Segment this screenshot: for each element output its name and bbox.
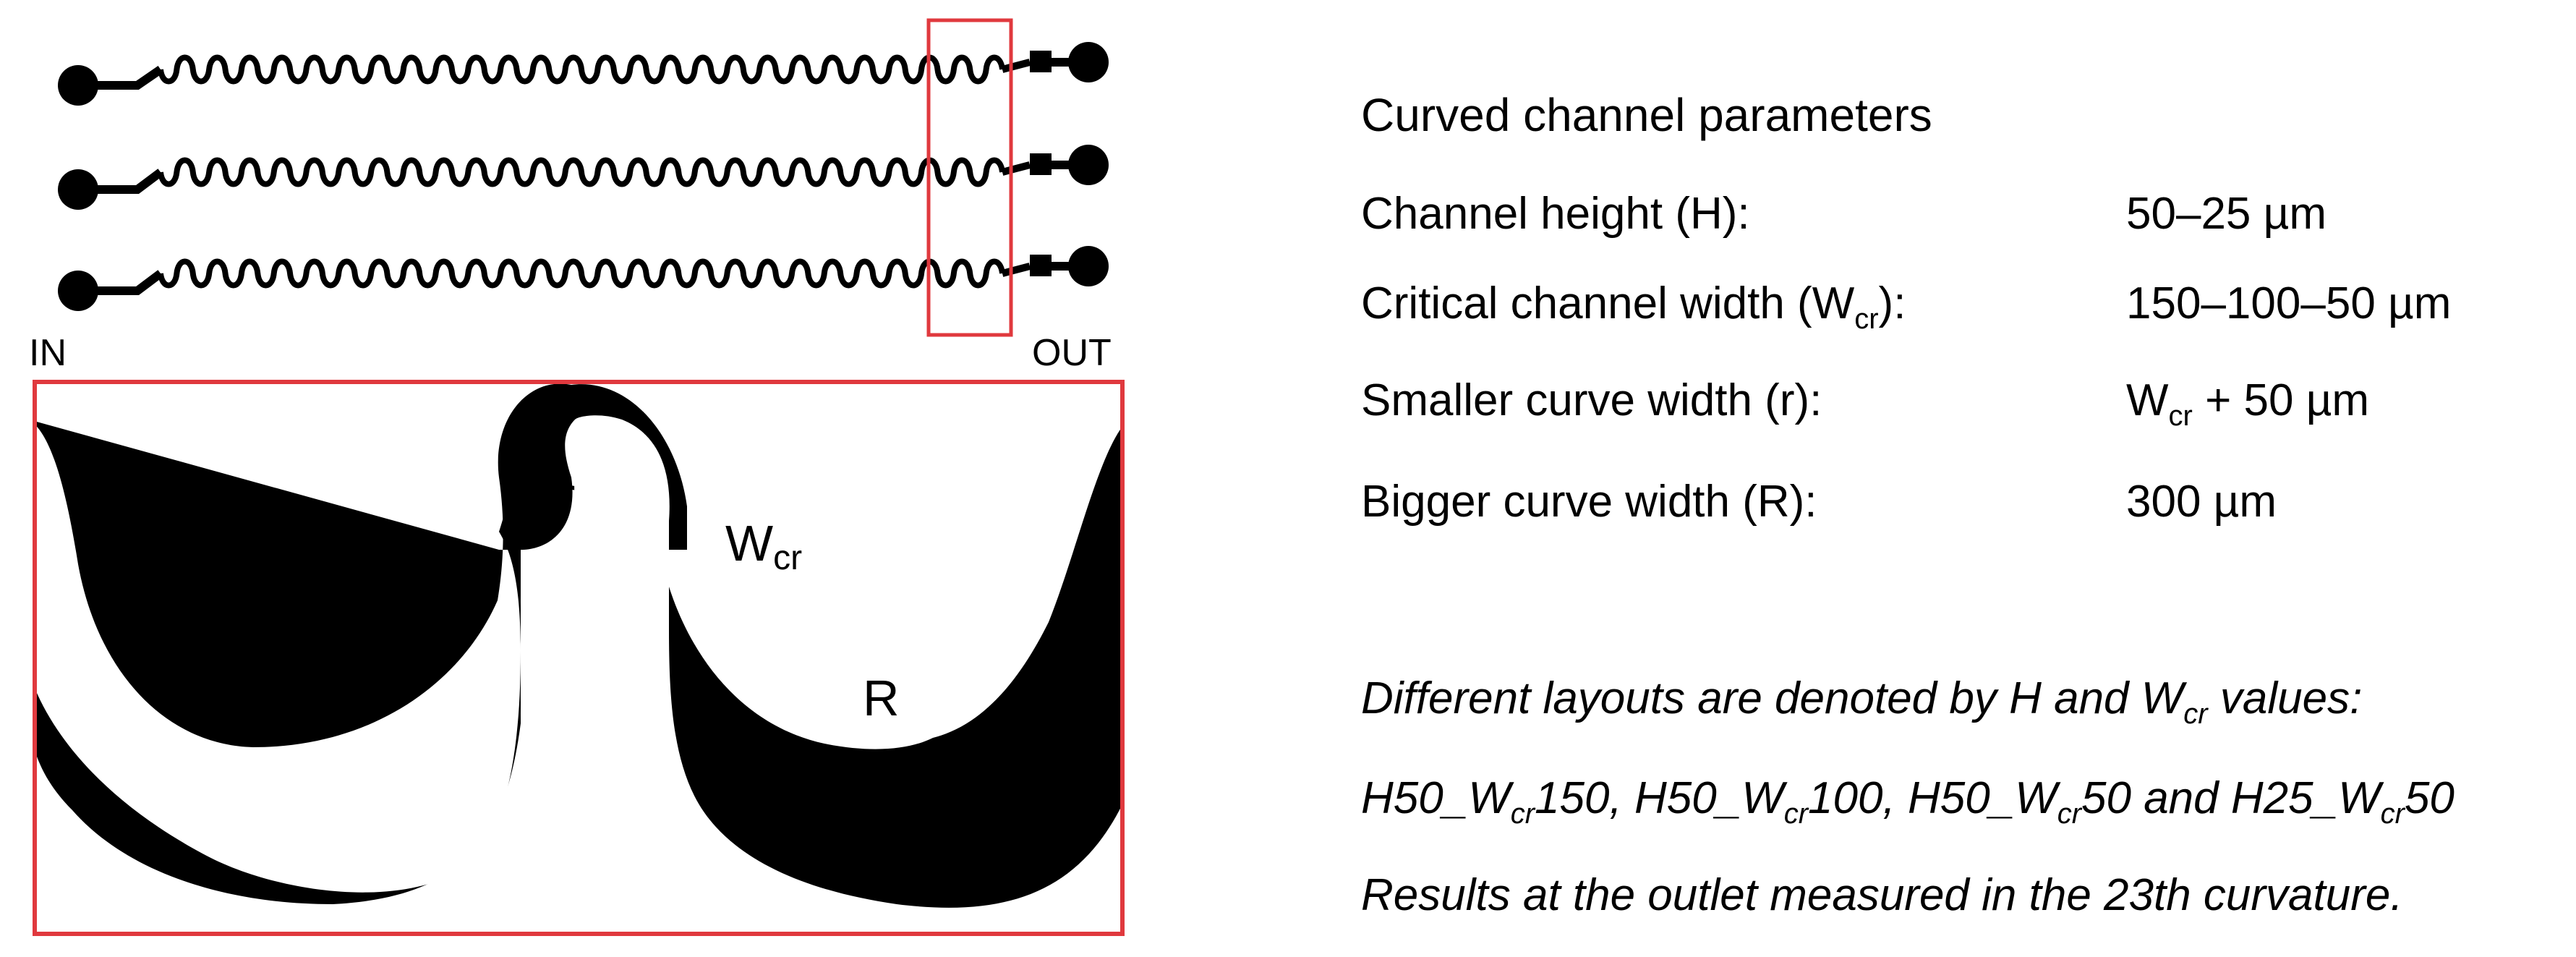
- zoom-channel-inner: [35, 415, 1122, 934]
- note-part: 100, H50_W: [1808, 773, 2057, 823]
- critical-width-label-main: W: [725, 515, 774, 571]
- note-part: H50_W: [1361, 773, 1511, 823]
- parameters-panel: Curved channel parameters Channel height…: [1361, 0, 2576, 957]
- inlet-lead-1: [78, 66, 163, 90]
- outlet-lead-2: [1001, 161, 1031, 176]
- outlet-port-1: [1068, 42, 1109, 82]
- inlet-lead-2: [78, 169, 163, 194]
- serpentine-2: [158, 157, 1005, 187]
- critical-width-label-sub: cr: [773, 539, 803, 577]
- channel-2: [58, 145, 1109, 210]
- channel-1: [58, 42, 1109, 106]
- outlet-highlight-box: [926, 18, 1013, 337]
- param-value-post: + 50 µm: [2192, 375, 2370, 425]
- channel-3: [58, 246, 1109, 311]
- param-value-sub: cr: [2168, 400, 2193, 432]
- outlet-block-1: [1030, 51, 1052, 72]
- param-label-post: ):: [1878, 278, 1906, 328]
- big-radius-label: R: [863, 670, 900, 726]
- param-label: Smaller curve width (r):: [1361, 375, 1822, 425]
- param-value: 300 µm: [2126, 477, 2277, 527]
- param-value: Wcr + 50 µm: [2126, 375, 2369, 433]
- param-row-big-curve: Bigger curve width (R): 300 µm: [1361, 476, 2562, 534]
- note-part: 150, H50_W: [1535, 773, 1784, 823]
- param-row-small-curve: Smaller curve width (r): Wcr + 50 µm: [1361, 375, 2562, 433]
- zoom-view: [33, 380, 1125, 936]
- outlet-lead-3: [1001, 263, 1031, 277]
- outlet-lead-1: [1001, 59, 1031, 73]
- serpentine-3: [158, 258, 1005, 289]
- param-label: Bigger curve width (R):: [1361, 477, 1817, 527]
- outlet-label: OUT: [1032, 332, 1112, 374]
- note-layouts-list: H50_Wcr150, H50_Wcr100, H50_Wcr50 and H2…: [1361, 773, 2455, 830]
- outlet-port-2: [1068, 145, 1109, 185]
- note-layouts-intro: Different layouts are denoted by H and W…: [1361, 673, 2362, 731]
- param-value: 50–25 µm: [2126, 189, 2327, 239]
- inlet-lead-3: [78, 270, 163, 295]
- note-sub: cr: [1510, 798, 1535, 830]
- note-pre: Different layouts are denoted by H and W: [1361, 673, 2184, 723]
- param-label: Critical channel width (Wcr):: [1361, 278, 1906, 336]
- zoom-frame: [33, 380, 1125, 936]
- microfluidic-channel-diagram: [33, 18, 1125, 936]
- param-label: Channel height (H):: [1361, 189, 1750, 239]
- note-part: 50 and H25_W: [2081, 773, 2381, 823]
- outlet-block-3: [1030, 255, 1052, 276]
- outlet-port-3: [1068, 246, 1109, 286]
- param-row-critical-width: Critical channel width (Wcr): 150–100–50…: [1361, 278, 2562, 336]
- note-post: values:: [2207, 673, 2363, 723]
- note-results: Results at the outlet measured in the 23…: [1361, 870, 2403, 920]
- parameters-title: Curved channel parameters: [1361, 89, 1932, 141]
- param-value: 150–100–50 µm: [2126, 278, 2452, 328]
- inlet-label: IN: [29, 332, 67, 374]
- param-label-sub: cr: [1854, 303, 1879, 335]
- small-radius-label: r: [558, 467, 576, 524]
- param-row-height: Channel height (H): 50–25 µm: [1361, 188, 2562, 246]
- outlet-block-2: [1030, 153, 1052, 175]
- note-part: 50: [2404, 773, 2455, 823]
- serpentine-1: [158, 54, 1005, 85]
- note-sub: cr: [2057, 798, 2082, 830]
- param-label-pre: Critical channel width (W: [1361, 278, 1855, 328]
- critical-width-label: Wcr: [725, 518, 802, 576]
- note-sub: cr: [1783, 798, 1809, 830]
- param-value-pre: W: [2126, 375, 2169, 425]
- note-sub: cr: [2183, 698, 2208, 730]
- note-sub: cr: [2380, 798, 2405, 830]
